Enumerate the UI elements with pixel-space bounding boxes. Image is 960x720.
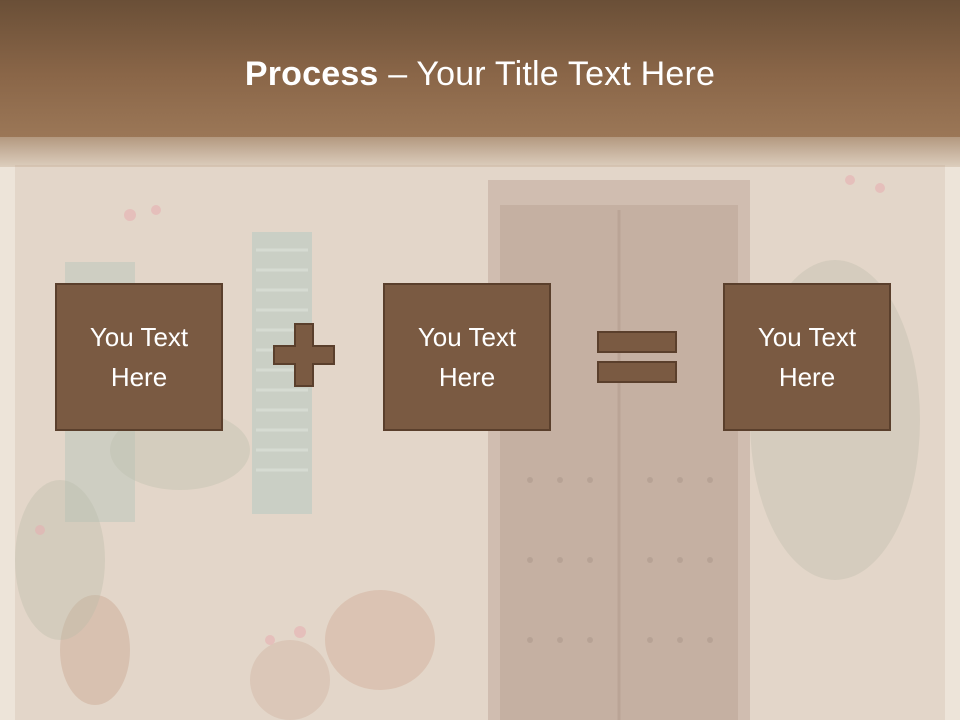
slide-title: Process – Your Title Text Here [0, 52, 960, 96]
process-box-2[interactable]: You Text Here [383, 283, 551, 431]
process-box-3-label: You Text Here [757, 322, 857, 392]
equals-icon [597, 331, 677, 383]
plus-icon [273, 323, 335, 387]
process-box-2-label: You Text Here [417, 322, 517, 392]
title-bar [0, 0, 960, 137]
process-box-1[interactable]: You Text Here [55, 283, 223, 431]
slide-title-rest: – Your Title Text Here [378, 55, 716, 93]
process-box-3[interactable]: You Text Here [723, 283, 891, 431]
title-bar-shadow [0, 137, 960, 167]
process-box-1-label: You Text Here [89, 322, 189, 392]
slide-title-bold: Process [244, 55, 379, 93]
